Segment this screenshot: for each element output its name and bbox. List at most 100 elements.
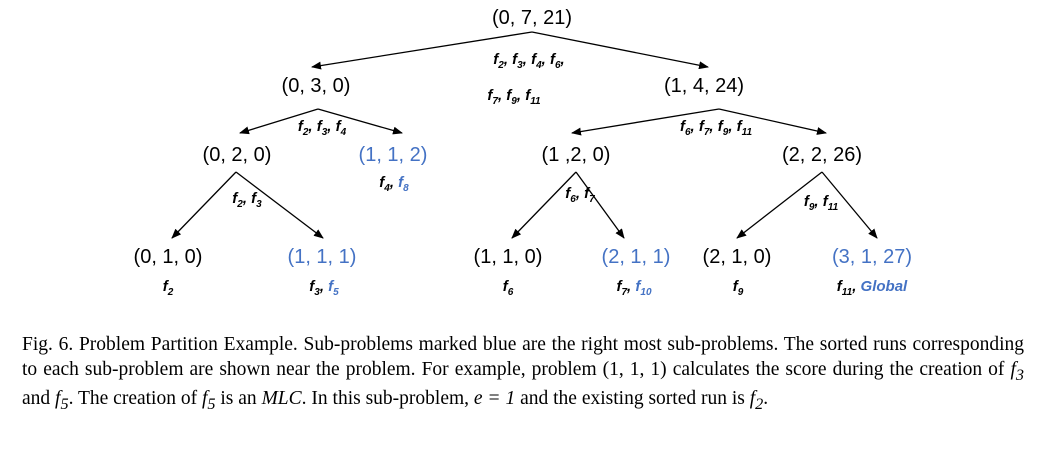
run-sub-2: 2 xyxy=(236,199,243,210)
run-f-11: f xyxy=(525,87,532,104)
runs-l3-e: f9 xyxy=(733,278,744,298)
run-sub-3: 3 xyxy=(314,287,320,298)
runs-root-line2: f7, f9, f11 xyxy=(487,87,541,107)
node-l3-b: (1, 1, 1) xyxy=(288,246,357,268)
run-f-6: f xyxy=(565,185,572,202)
run-sub-10: 10 xyxy=(640,287,652,298)
caption-f5b: f5 xyxy=(201,387,216,413)
figure-caption: Fig. 6. Problem Partition Example. Sub-p… xyxy=(22,333,1024,416)
run-sub-6: 6 xyxy=(570,194,576,205)
run-sub-4: 4 xyxy=(340,127,347,138)
node-l2-a: (0, 2, 0) xyxy=(203,144,272,166)
caption-f3: f3 xyxy=(1010,358,1025,384)
edge-l1left-b xyxy=(317,108,403,135)
run-sub-2: 2 xyxy=(302,127,309,138)
run-sub-3: 3 xyxy=(517,60,523,71)
run-f-6: f xyxy=(550,51,557,68)
runs-l2-b: f4, f8 xyxy=(379,174,409,194)
run-f-9: f xyxy=(506,87,513,104)
run-sub-2: 2 xyxy=(167,287,174,298)
run-f-3: f xyxy=(317,118,324,135)
run-sub-11: 11 xyxy=(842,287,853,298)
run-f-2: f xyxy=(163,278,170,295)
run-sub-11: 11 xyxy=(828,202,839,213)
run-sub-4: 4 xyxy=(383,183,390,194)
run-sub-5: 5 xyxy=(333,287,339,298)
run-f-9: f xyxy=(804,193,811,210)
run-sub-9: 9 xyxy=(723,127,729,138)
run-f-7: f xyxy=(487,87,494,104)
node-l2-b: (1, 1, 2) xyxy=(359,144,428,166)
run-f-11: f xyxy=(823,193,830,210)
caption-f2: f2 xyxy=(749,387,764,413)
run-sub-9: 9 xyxy=(809,202,815,213)
run-sub-11: 11 xyxy=(742,127,753,138)
run-sub-6: 6 xyxy=(555,60,561,71)
run-f-4: f xyxy=(379,174,386,191)
edge-l2c-c xyxy=(511,171,577,239)
run-f-6: f xyxy=(680,118,687,135)
node-l3-c: (1, 1, 0) xyxy=(474,246,543,268)
node-l1-right: (1, 4, 24) xyxy=(664,75,744,97)
runs-root-line1: f2, f3, f4, f6, xyxy=(493,51,564,71)
run-sub-9: 9 xyxy=(511,96,517,107)
run-sub-8: 8 xyxy=(403,183,409,194)
run-f-9: f xyxy=(733,278,740,295)
runs-l3-f: f11, Global xyxy=(837,278,908,298)
node-l1-left: (0, 3, 0) xyxy=(282,75,351,97)
run-sub-2: 2 xyxy=(497,60,504,71)
runs-l1-right: f6, f7, f9, f11 xyxy=(680,118,753,138)
runs-l3-c: f6 xyxy=(503,278,514,298)
global-label: Global xyxy=(861,278,909,295)
tree-nodes: (0, 7, 21) (0, 3, 0) (1, 4, 24) (0, 2, 0… xyxy=(134,7,912,268)
runs-l2-d: f9, f11 xyxy=(804,193,839,213)
runs-l3-d: f7, f10 xyxy=(616,278,651,298)
runs-l2-c: f6, f7 xyxy=(565,185,595,205)
run-f-2: f xyxy=(298,118,305,135)
run-f-4: f xyxy=(336,118,343,135)
edge-root-left xyxy=(311,31,533,70)
node-l2-c: (1 ,2, 0) xyxy=(542,144,611,166)
run-f-8: f xyxy=(398,174,405,191)
run-f-9: f xyxy=(718,118,725,135)
tree-edges xyxy=(171,31,878,239)
caption-f5: f5 xyxy=(55,387,69,413)
run-f-2: f xyxy=(493,51,500,68)
run-sub-9: 9 xyxy=(738,287,744,298)
edge-l1right-c xyxy=(571,108,720,136)
caption-mlc: MLC xyxy=(261,387,302,409)
run-sub-7: 7 xyxy=(492,96,498,107)
run-f-7: f xyxy=(699,118,706,135)
caption-text5: and the existing sorted run is xyxy=(520,387,745,409)
caption-text4: . In this sub-problem, xyxy=(301,387,470,409)
runs-l3-b: f3, f5 xyxy=(309,278,339,298)
run-f-7: f xyxy=(584,185,591,202)
run-f-6: f xyxy=(503,278,510,295)
caption-text2: . The creation of xyxy=(68,387,198,409)
edge-l2a-a xyxy=(171,171,237,239)
run-f-10: f xyxy=(635,278,642,295)
run-f-4: f xyxy=(531,51,538,68)
edge-l1right-d xyxy=(718,108,827,135)
edge-l2a-b xyxy=(235,171,324,239)
run-sub-6: 6 xyxy=(685,127,691,138)
caption-and: and xyxy=(22,387,51,409)
run-f-5: f xyxy=(328,278,335,295)
run-f-2: f xyxy=(232,190,239,207)
caption-title: Problem Partition Example. xyxy=(78,334,298,355)
node-root: (0, 7, 21) xyxy=(492,7,572,29)
run-sub-7: 7 xyxy=(589,194,595,205)
run-sub-3: 3 xyxy=(322,127,328,138)
partition-tree: (0, 7, 21) (0, 3, 0) (1, 4, 24) (0, 2, 0… xyxy=(134,7,912,298)
edge-l2d-f xyxy=(821,171,878,239)
run-f-3: f xyxy=(309,278,316,295)
node-l2-d: (2, 2, 26) xyxy=(782,144,862,166)
caption-text3: is an xyxy=(220,387,257,409)
edge-root-right xyxy=(531,31,709,70)
run-f-11: f xyxy=(837,278,844,295)
run-labels: f2, f3, f4, f6, f7, f9, f11 f2, f3, f4 f… xyxy=(163,51,908,298)
edge-l2d-e xyxy=(736,171,823,239)
run-sub-7: 7 xyxy=(704,127,710,138)
node-l3-f: (3, 1, 27) xyxy=(832,246,912,268)
run-f-7: f xyxy=(616,278,623,295)
